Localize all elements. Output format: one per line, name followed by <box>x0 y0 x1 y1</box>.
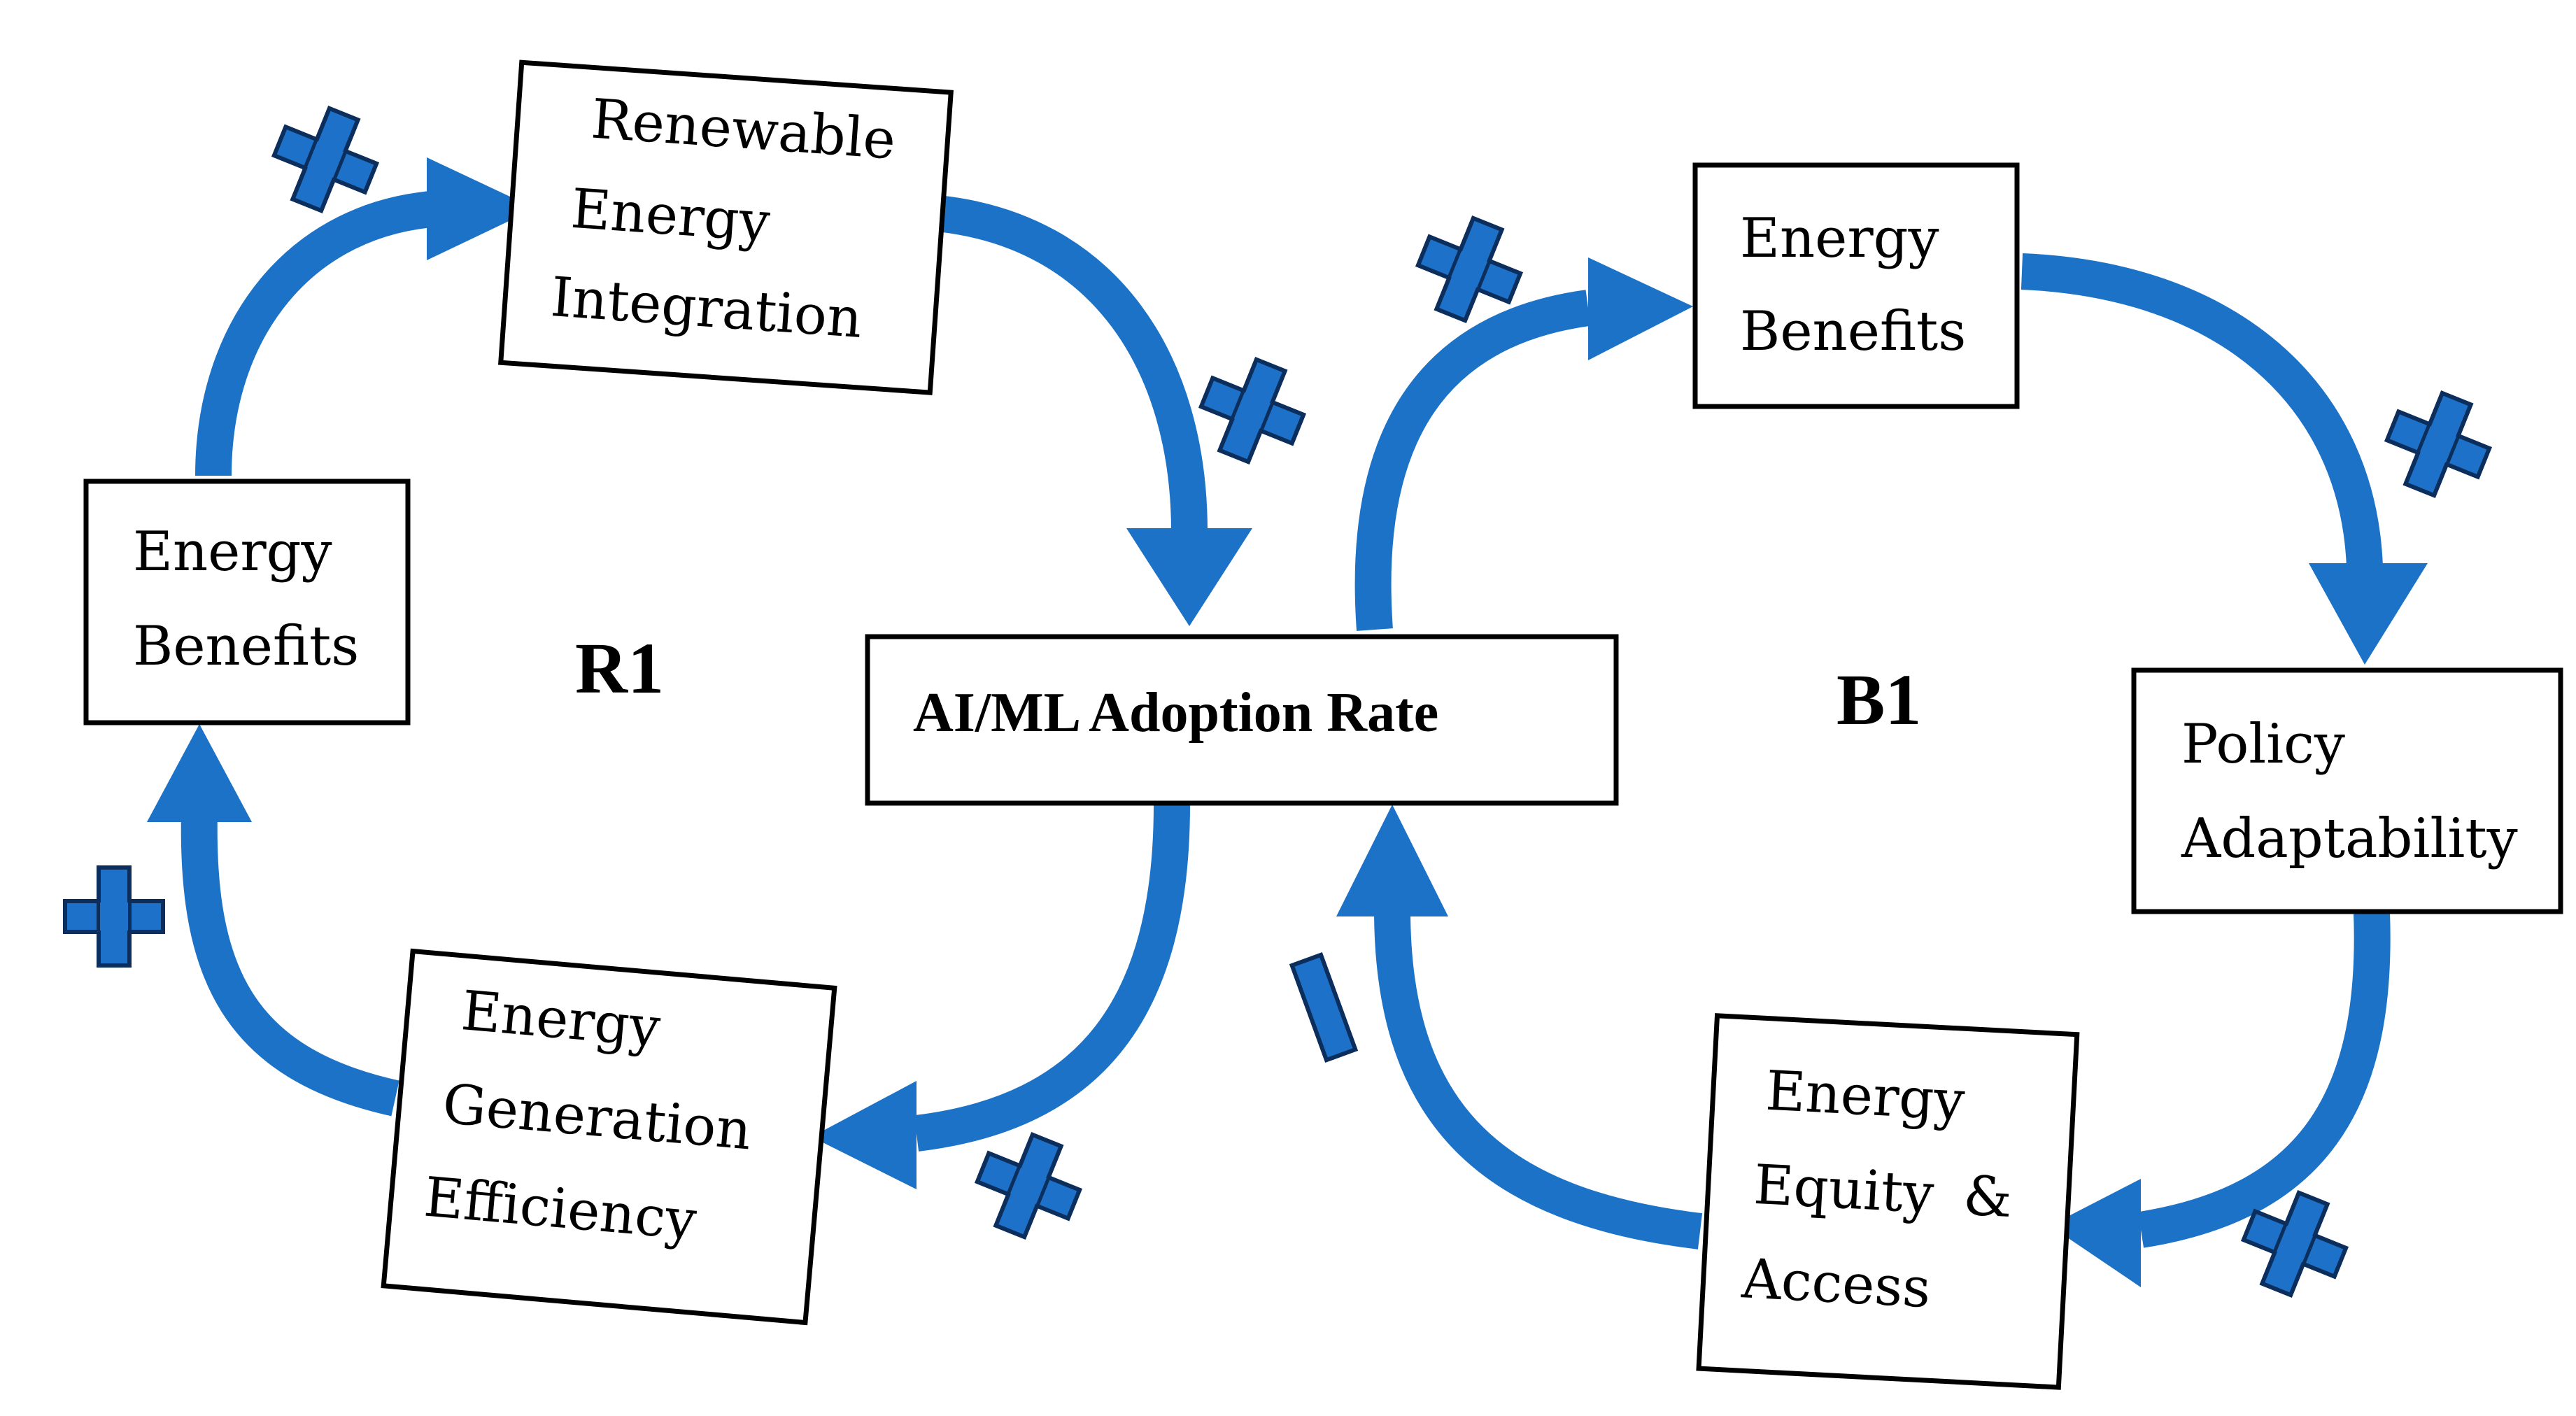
node-policy-adaptability: Policy Adaptability <box>2131 667 2563 914</box>
link-adoption-to-generation <box>812 804 1190 1189</box>
node-renewable-energy-integration: Renewable Energy Integration <box>498 59 954 395</box>
node-energy-benefits-right: Energy Benefits <box>1692 162 2020 409</box>
loop-label-balancing: B1 <box>1837 660 1921 740</box>
plus-icon <box>2384 390 2493 499</box>
node-label-line: Energy <box>1764 1060 1967 1133</box>
link-equity-to-adoption <box>1336 805 1703 1249</box>
node-label-line: Policy <box>2181 713 2345 776</box>
link-benefits-right-to-policy <box>2021 253 2428 665</box>
node-label-line: Adaptability <box>2181 807 2518 870</box>
link-adoption-to-benefits-right <box>1354 257 1693 631</box>
minus-icon <box>1289 951 1359 1063</box>
node-label-line: Benefits <box>1740 300 1966 363</box>
plus-icon <box>1198 356 1307 465</box>
link-renewable-to-adoption <box>935 195 1252 626</box>
node-label-line: Equity <box>1753 1154 1936 1226</box>
link-benefits-to-renewable <box>195 157 535 476</box>
link-policy-to-equity <box>2050 912 2391 1287</box>
node-label-line: Energy <box>1740 207 1939 270</box>
node-energy-benefits-left: Energy Benefits <box>83 479 411 725</box>
plus-icon <box>2240 1189 2349 1298</box>
plus-icon <box>974 1131 1083 1240</box>
node-label-line: Access <box>1739 1247 1932 1320</box>
plus-icon <box>1415 215 1524 324</box>
node-energy-equity-access: Energy Equity & Access <box>1696 1013 2080 1390</box>
node-energy-generation-efficiency: Energy Generation Efficiency <box>381 948 837 1326</box>
link-generation-to-benefits <box>147 724 399 1117</box>
node-label-line: Energy <box>569 178 772 255</box>
node-label: AI/ML Adoption Rate <box>913 682 1438 744</box>
plus-icon <box>63 865 165 968</box>
node-label-line: Energy <box>133 521 332 583</box>
plus-icon <box>271 105 380 214</box>
node-label-line: & <box>1962 1165 2014 1231</box>
node-ai-ml-adoption-rate: AI/ML Adoption Rate <box>865 634 1619 806</box>
node-label-line: Benefits <box>133 615 359 678</box>
loop-label-reinforcing: R1 <box>575 628 664 709</box>
